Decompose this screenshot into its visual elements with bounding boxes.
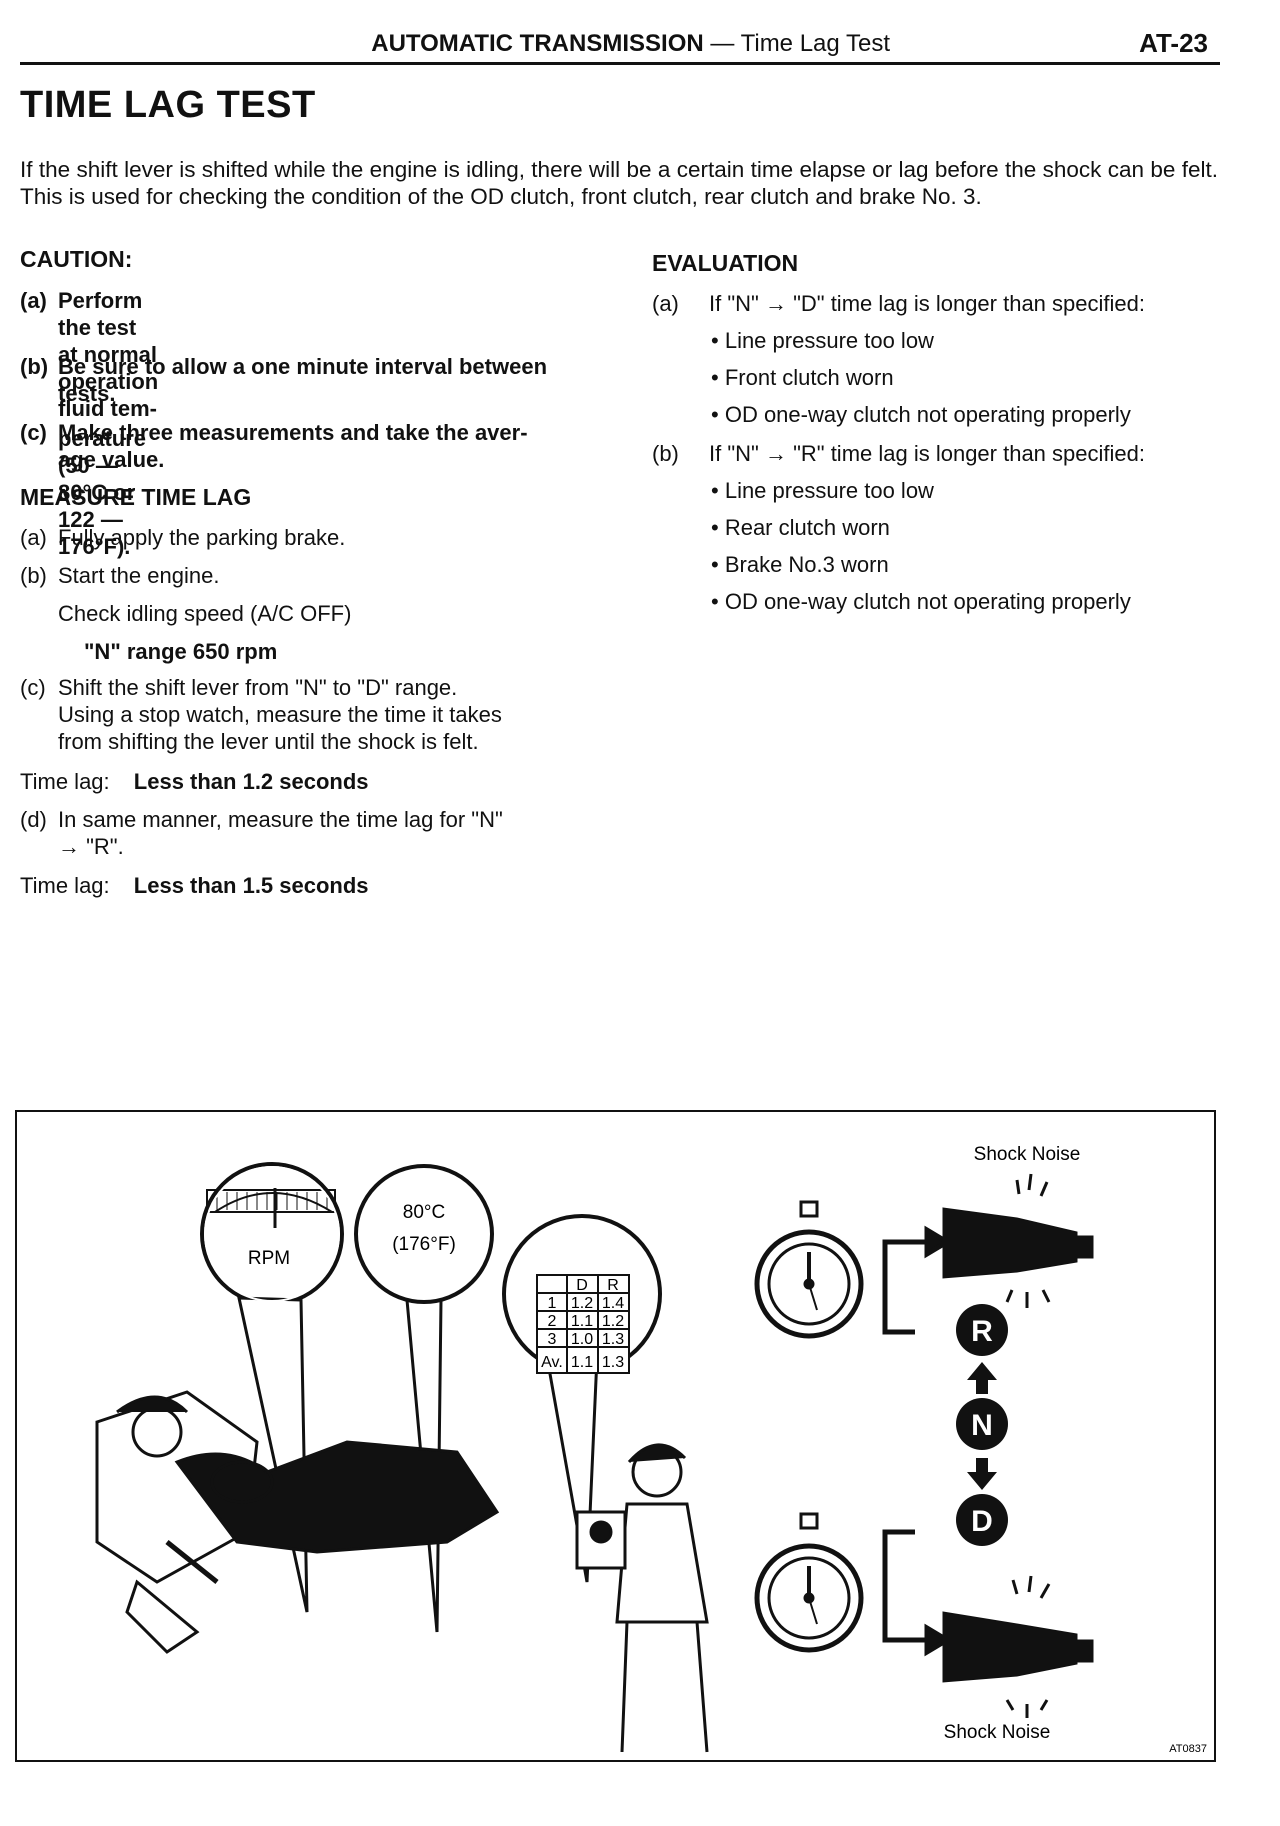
left-column: CAUTION: (a) Perform the test at normal …	[20, 246, 580, 906]
table-cell: 1.2	[602, 1313, 624, 1330]
driver-car-illustration	[95, 1390, 500, 1654]
range-d-badge: D	[956, 1494, 1008, 1546]
table-header-d: D	[576, 1277, 588, 1294]
header-title: AUTOMATIC TRANSMISSION — Time Lag Test	[371, 30, 890, 58]
evaluation-column: EVALUATION (a) If "N" → "D" time lag is …	[652, 250, 1222, 630]
evaluation-bullet: Brake No.3 worn	[711, 551, 1145, 578]
evaluation-bullet: OD one-way clutch not operating properly	[711, 401, 1145, 428]
caution-heading: CAUTION:	[20, 246, 133, 272]
table-cell: 1.2	[571, 1295, 593, 1312]
measure-heading: MEASURE TIME LAG	[20, 484, 252, 510]
measure-text: Using a stop watch, measure the time it …	[58, 702, 502, 727]
caution-text: Be sure to allow a one minute interval b…	[58, 354, 548, 379]
header-title-bold: AUTOMATIC TRANSMISSION	[371, 30, 704, 57]
range-r-label: R	[971, 1315, 993, 1348]
time-lag-value: Less than 1.2 seconds	[133, 769, 369, 794]
caution-label: (a)	[20, 288, 47, 313]
shock-lines	[1005, 1173, 1051, 1718]
table-cell: 1.3	[602, 1354, 624, 1371]
table-cell: 3	[548, 1331, 557, 1348]
caution-text: tests.	[58, 381, 116, 406]
range-d-label: D	[971, 1505, 993, 1538]
evaluation-bullet: Front clutch worn	[711, 364, 1145, 391]
time-lag-nd: Time lag: Less than 1.2 seconds	[20, 768, 369, 795]
idle-spec: "N" range 650 rpm	[84, 639, 278, 664]
table-header-r: R	[607, 1277, 619, 1294]
header-title-rest: — Time Lag Test	[703, 30, 890, 57]
stopwatch-bottom-icon	[754, 1512, 864, 1653]
table-cell: 1	[548, 1295, 557, 1312]
rpm-label: RPM	[248, 1248, 290, 1269]
evaluation-text: If "N" → "R" time lag is longer than spe…	[709, 441, 1145, 466]
table-cell: 1.3	[602, 1331, 624, 1348]
idle-check-text: Check idling speed (A/C OFF)	[58, 601, 352, 626]
measure-text: Start the engine.	[58, 563, 220, 588]
figure-time-lag-test: RPM 80°C (176°F) D R 1 1.2 1.4 2 1.1	[15, 1110, 1216, 1762]
measure-text: Fully apply the parking brake.	[58, 525, 346, 550]
transmission-bottom-icon	[942, 1611, 1094, 1683]
timing-bracket-bottom	[882, 1529, 952, 1657]
results-table: D R 1 1.2 1.4 2 1.1 1.2 3 1.0 1.3 Av. 1.…	[541, 1277, 624, 1371]
arrow-up-icon	[967, 1362, 997, 1394]
evaluation-heading: EVALUATION	[652, 250, 799, 276]
measure-text: In same manner, measure the time lag for…	[58, 807, 503, 832]
table-cell: 1.0	[571, 1331, 593, 1348]
evaluation-bullet: Line pressure too low	[711, 477, 1145, 504]
transmission-top-icon	[942, 1207, 1094, 1279]
page-header: AUTOMATIC TRANSMISSION — Time Lag Test A…	[20, 22, 1220, 65]
table-cell: 1.1	[571, 1354, 593, 1371]
evaluation-label: (b)	[652, 441, 679, 466]
table-cell: 2	[548, 1313, 557, 1330]
table-cell: Av.	[541, 1354, 563, 1371]
time-lag-label: Time lag:	[20, 769, 110, 794]
temperature-fahrenheit: (176°F)	[392, 1234, 456, 1255]
evaluation-label: (a)	[652, 291, 679, 316]
table-cell: 1.4	[602, 1295, 624, 1312]
time-lag-value: Less than 1.5 seconds	[133, 873, 369, 898]
measure-text: Shift the shift lever from "N" to "D" ra…	[58, 675, 458, 700]
caution-label: (b)	[20, 354, 49, 379]
range-n-badge: N	[956, 1398, 1008, 1450]
temperature-celsius: 80°C	[403, 1202, 445, 1223]
timing-bracket-top	[882, 1225, 952, 1335]
intro-paragraph: If the shift lever is shifted while the …	[20, 157, 1218, 209]
page-title: TIME LAG TEST	[20, 84, 316, 126]
evaluation-text: If "N" → "D" time lag is longer than spe…	[709, 291, 1145, 316]
measure-label: (c)	[20, 675, 46, 700]
evaluation-bullet: OD one-way clutch not operating properly	[711, 588, 1145, 615]
measure-label: (b)	[20, 563, 47, 588]
range-r-badge: R	[956, 1304, 1008, 1356]
caution-text: Perform the test at normal operation flu…	[58, 288, 159, 421]
caution-text: Make three measurements and take the ave…	[58, 420, 528, 445]
caution-text: perature (50 — 80°C or 122 — 176°F).	[58, 426, 147, 559]
table-cell: 1.1	[571, 1313, 593, 1330]
page-number: AT-23	[1139, 28, 1208, 58]
mechanic-illustration	[575, 1443, 709, 1753]
evaluation-bullet: Rear clutch worn	[711, 514, 1145, 541]
figure-code: AT0837	[1169, 1743, 1207, 1755]
measure-label: (d)	[20, 807, 47, 832]
measure-text: → "R".	[58, 834, 124, 859]
figure-illustration: RPM 80°C (176°F) D R 1 1.2 1.4 2 1.1	[95, 1144, 1207, 1755]
time-lag-nr: Time lag: Less than 1.5 seconds	[20, 872, 369, 899]
arrow-down-icon	[967, 1458, 997, 1490]
stopwatch-top-icon	[754, 1200, 864, 1339]
measure-label: (a)	[20, 525, 47, 550]
caution-text: age value.	[58, 447, 165, 472]
shock-noise-bottom-label: Shock Noise	[944, 1722, 1051, 1743]
time-lag-label: Time lag:	[20, 873, 110, 898]
shock-noise-top-label: Shock Noise	[974, 1144, 1081, 1165]
range-n-label: N	[971, 1409, 993, 1442]
caution-label: (c)	[20, 420, 47, 445]
measure-text: from shifting the lever until the shock …	[58, 729, 479, 754]
evaluation-bullet: Line pressure too low	[711, 327, 1145, 354]
